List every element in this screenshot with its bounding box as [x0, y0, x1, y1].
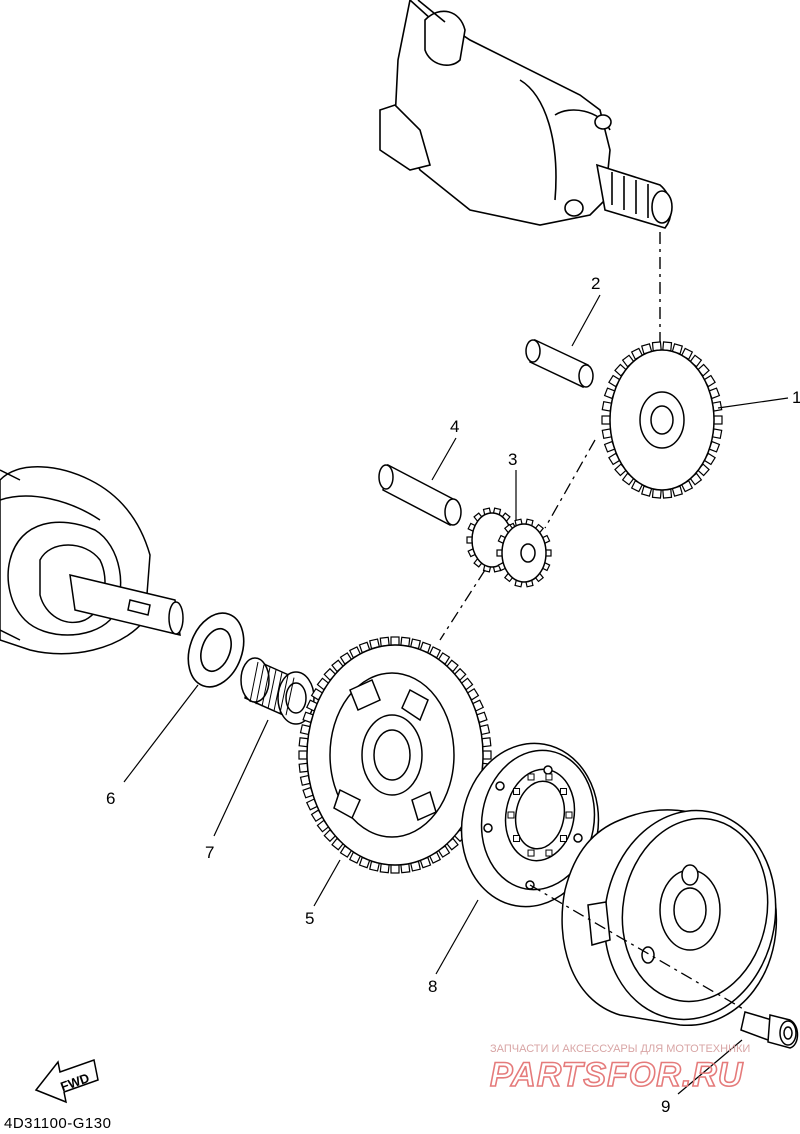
washer-6 [187, 612, 245, 688]
idle-gear-1 [601, 341, 723, 499]
clutch-roller [527, 849, 535, 857]
bearing-needle [285, 677, 295, 716]
bolt-9 [740, 1011, 799, 1049]
gear-axis-line-1 [544, 439, 596, 529]
watermark-brand: PARTSFOR.RU [490, 1056, 744, 1094]
watermark: ЗАПЧАСТИ И АКСЕССУАРЫ ДЛЯ МОТОТЕХНИКИ PA… [489, 1043, 750, 1095]
clutch-roller [559, 787, 567, 795]
clutch-roller [559, 835, 567, 843]
bolt-axis-line [529, 884, 746, 1011]
bearing-needle [273, 672, 283, 711]
bearing-needle [261, 667, 271, 707]
bearing-needle [267, 669, 277, 709]
clutch-roller [507, 811, 515, 819]
starter-wheel-gear-5 [298, 636, 492, 874]
gear-tooth [390, 636, 400, 646]
fwd-arrow-icon: FWD [34, 1059, 99, 1104]
flywheel-rotor [561, 809, 778, 1026]
callout-5: 5 [305, 909, 314, 928]
callout-7: 7 [205, 843, 214, 862]
callout-8: 8 [428, 977, 437, 996]
callout-9: 9 [661, 1097, 670, 1116]
starter-motor [379, 0, 673, 229]
clutch-roller [565, 811, 573, 819]
diagram-code: 4D31100-G130 [4, 1115, 111, 1132]
leader-lines [123, 294, 789, 1095]
callout-6: 6 [106, 789, 115, 808]
callout-1: 1 [792, 388, 800, 407]
bearing-needle [249, 661, 259, 703]
shaft-2 [525, 338, 594, 389]
clutch-roller [527, 773, 535, 781]
bearing-needle [279, 674, 289, 714]
starter-clutch-8 [460, 742, 600, 908]
watermark-tagline: ЗАПЧАСТИ И АКСЕССУАРЫ ДЛЯ МОТОТЕХНИКИ [490, 1043, 750, 1055]
clutch-roller [513, 787, 521, 795]
bearing-needle [255, 664, 265, 705]
gear-axis-line-2 [439, 569, 486, 641]
callout-2: 2 [591, 274, 600, 293]
gear-tooth [482, 750, 492, 760]
gear-tooth [713, 415, 723, 425]
needle-bearing-7 [240, 657, 315, 725]
shaft-4 [378, 463, 462, 527]
callout-3: 3 [508, 450, 517, 469]
clutch-roller [545, 849, 553, 857]
gear-tooth [298, 750, 308, 760]
crankcase [0, 466, 184, 655]
clutch-roller [545, 773, 553, 781]
gear-tooth [390, 864, 400, 874]
callout-4: 4 [450, 417, 459, 436]
gear-tooth [601, 415, 611, 425]
clutch-roller [513, 835, 521, 843]
idle-gear-3 [466, 507, 552, 588]
